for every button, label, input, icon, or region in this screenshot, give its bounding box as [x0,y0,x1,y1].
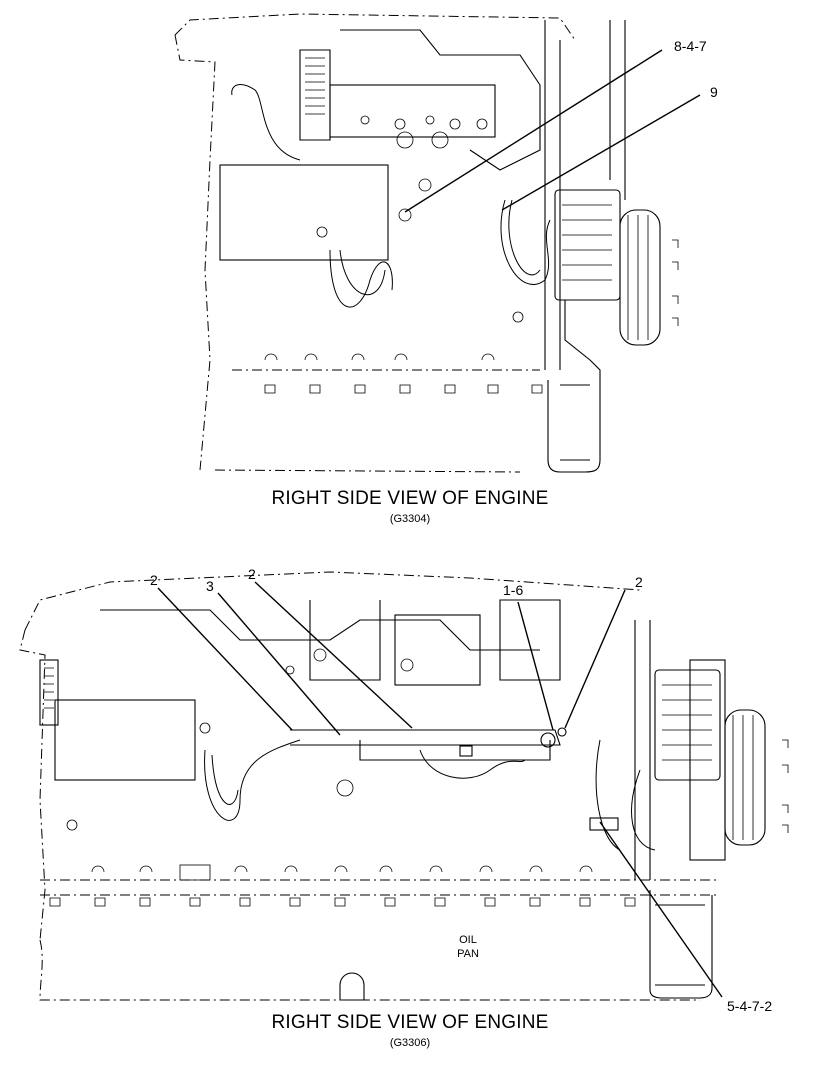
oil-pan-label-line-2: PAN [457,948,479,960]
callout-5-4-7-2: 5-4-7-2 [727,998,773,1014]
callout-2-left: 2 [150,572,158,588]
leader-line-2-right [564,589,626,729]
top-engine-drawing [174,13,701,473]
top-figure-title: RIGHT SIDE VIEW OF ENGINE [271,488,549,509]
top-engine-figure: 8-4-7 9 RIGHT SIDE VIEW OF ENGINE (G3304… [174,13,718,525]
leader-line-2-mid [254,581,413,729]
top-figure-code: (G3304) [389,513,431,525]
callout-1-6: 1-6 [503,582,524,598]
callout-3: 3 [206,578,214,594]
callout-9: 9 [710,84,718,100]
leader-line-1-6 [517,601,554,731]
bottom-engine-drawing [19,571,789,1001]
leader-line-9 [501,94,701,211]
callout-8-4-7: 8-4-7 [674,38,707,54]
oil-pan-label-line-1: OIL [459,934,477,946]
leader-line-5-4-7-2 [599,821,723,998]
bottom-engine-figure: 2 3 2 1-6 2 5-4-7-2 OIL PAN RIGHT SIDE V… [0,560,820,1060]
bottom-figure-title: RIGHT SIDE VIEW OF ENGINE [271,1012,549,1033]
oil-pan-label: OIL PAN [448,933,488,961]
leader-line-2-left [157,587,293,731]
leader-line-8-4-7 [404,49,663,213]
leader-line-3 [217,592,341,736]
bottom-figure-code: (G3306) [389,1037,431,1049]
callout-2-right: 2 [635,574,643,590]
callout-2-mid: 2 [248,566,256,582]
